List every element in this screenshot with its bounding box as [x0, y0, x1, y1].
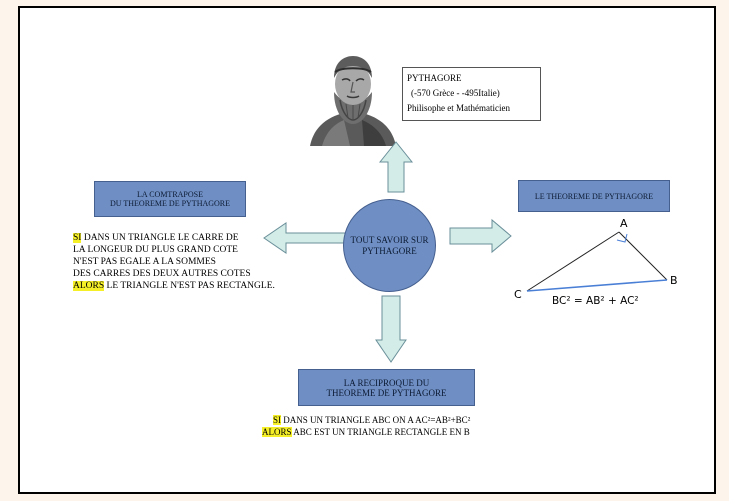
arrow-up — [378, 141, 414, 193]
center-line1: TOUT SAVOIR SUR — [350, 234, 429, 245]
arrow-right — [449, 218, 512, 254]
reciproque-title-box: LA RECIPROQUE DU THEOREME DE PYTHAGORE — [298, 369, 475, 406]
contraposee-title-line2: DU THEOREME DE PYTHAGORE — [109, 199, 231, 208]
vertex-c-label: C — [514, 288, 522, 301]
right-triangle: A B C BC² = AB² + AC² — [514, 217, 678, 307]
vertex-a-label: A — [620, 217, 628, 230]
reciproque-statement: SI DANS UN TRIANGLE ABC ON A AC²=AB²+BC²… — [262, 414, 470, 438]
reciproque-alors: ALORS — [262, 427, 292, 437]
reciproque-si: SI — [273, 415, 282, 425]
contraposee-title-box: LA COMTRAPOSE DU THEOREME DE PYTHAGORE — [94, 181, 246, 217]
theoreme-title: LE THEOREME DE PYTHAGORE — [534, 191, 654, 201]
caption-role: Philisophe et Mathématicien — [407, 103, 510, 113]
reciproque-line2: ABC EST UN TRIANGLE RECTANGLE EN B — [291, 427, 470, 437]
contraposee-title-line1: LA COMTRAPOSE — [136, 190, 203, 199]
contraposee-si: SI — [73, 233, 82, 243]
vertex-b-label: B — [670, 274, 678, 287]
arrow-left — [263, 222, 346, 254]
center-line2: PYTHAGORE — [362, 245, 417, 256]
caption-name: PYTHAGORE — [407, 73, 462, 83]
contraposee-line1: DANS UN TRIANGLE LE CARRE DE — [81, 233, 239, 243]
pythagoras-portrait — [304, 48, 402, 146]
center-circle: TOUT SAVOIR SUR PYTHAGORE — [343, 199, 436, 292]
contraposee-line2: LA LONGEUR DU PLUS GRAND COTE — [73, 245, 238, 255]
theoreme-title-box: LE THEOREME DE PYTHAGORE — [518, 180, 670, 212]
contraposee-line3: N'EST PAS EGALE A LA SOMMES — [73, 257, 216, 267]
reciproque-line1: DANS UN TRIANGLE ABC ON A AC²=AB²+BC² — [281, 415, 471, 425]
contraposee-line4: DES CARRES DES DEUX AUTRES COTES — [73, 269, 251, 279]
caption-dates: (-570 Grèce - -495Italie) — [411, 88, 500, 98]
reciproque-title-line2: THEOREME DE PYTHAGORE — [326, 387, 447, 398]
contraposee-statement: SI DANS UN TRIANGLE LE CARRE DE LA LONGE… — [73, 232, 275, 292]
pythagoras-caption: PYTHAGORE (-570 Grèce - -495Italie) Phil… — [402, 67, 541, 121]
reciproque-title-line1: LA RECIPROQUE DU — [343, 377, 430, 388]
pythagoras-formula: BC² = AB² + AC² — [552, 295, 639, 307]
contraposee-alors: ALORS — [73, 281, 105, 291]
contraposee-line5: LE TRIANGLE N'EST PAS RECTANGLE. — [104, 281, 275, 291]
arrow-down — [375, 295, 407, 363]
